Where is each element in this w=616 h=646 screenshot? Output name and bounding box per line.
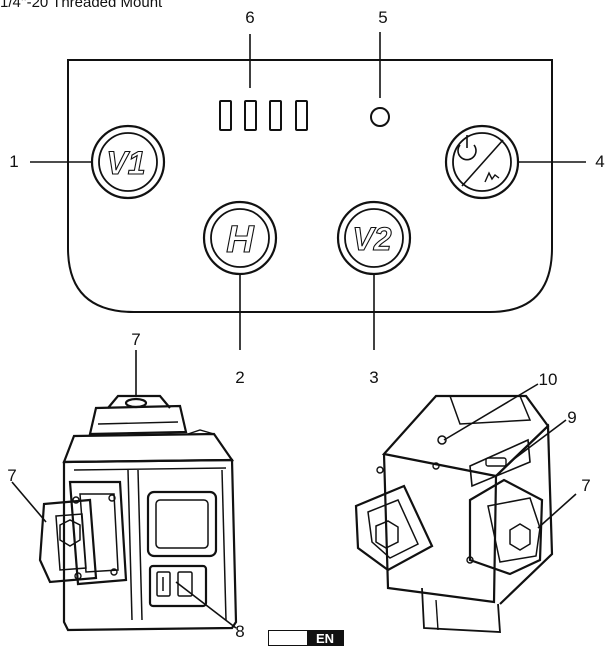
language-badge: EN <box>268 630 344 646</box>
callout-7-top: 7 <box>131 330 140 350</box>
laser-level-rear-view <box>356 396 552 632</box>
led-indicators <box>220 101 307 130</box>
power-icon <box>458 135 476 160</box>
callout-1: 1 <box>9 152 18 172</box>
language-badge-text: EN <box>307 631 343 645</box>
svg-text:V1: V1 <box>106 145 145 181</box>
pulse-icon <box>485 173 499 182</box>
v2-button: V2 <box>338 202 410 274</box>
svg-text:V2: V2 <box>352 221 391 257</box>
callout-8: 8 <box>235 622 244 642</box>
status-light <box>371 108 389 126</box>
control-panel-outline <box>68 60 552 312</box>
v1-button: V1 <box>92 126 164 198</box>
callout-6: 6 <box>245 8 254 28</box>
callout-5: 5 <box>378 8 387 28</box>
svg-text:H: H <box>226 219 255 261</box>
callout-9: 9 <box>567 408 576 428</box>
callout-10: 10 <box>539 370 558 390</box>
callout-3: 3 <box>369 368 378 388</box>
laser-level-front-view <box>40 396 236 630</box>
callout-4: 4 <box>595 152 604 172</box>
callout-2: 2 <box>235 368 244 388</box>
callout-7-right: 7 <box>581 476 590 496</box>
power-pulse-button <box>446 126 518 198</box>
h-button: H <box>204 202 276 274</box>
callout-7-left: 7 <box>7 466 16 486</box>
